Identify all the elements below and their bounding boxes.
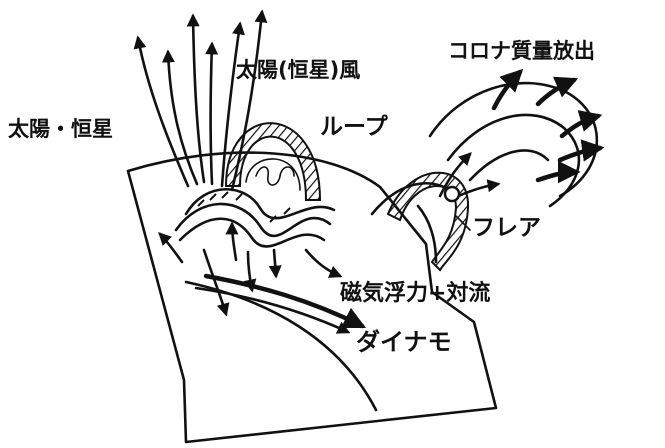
label-cme: コロナ質量放出 — [448, 39, 595, 63]
label-dynamo: ダイナモ — [356, 328, 452, 356]
magnetic-loop — [224, 122, 322, 201]
flux-tubes — [158, 188, 343, 317]
label-solar-wind: 太陽(恒星)風 — [236, 58, 361, 82]
label-loop: ループ — [320, 114, 388, 140]
label-star: 太陽・恒星 — [8, 117, 113, 141]
label-buoyancy-convection: 磁気浮力+対流 — [340, 281, 491, 306]
label-flare: フレア — [472, 215, 541, 241]
dynamo-arrows — [194, 273, 367, 334]
flare-leader — [455, 215, 471, 231]
flare-loop — [370, 152, 501, 272]
cme-arcs — [428, 68, 605, 208]
solar-wind-arrows — [133, 9, 268, 192]
